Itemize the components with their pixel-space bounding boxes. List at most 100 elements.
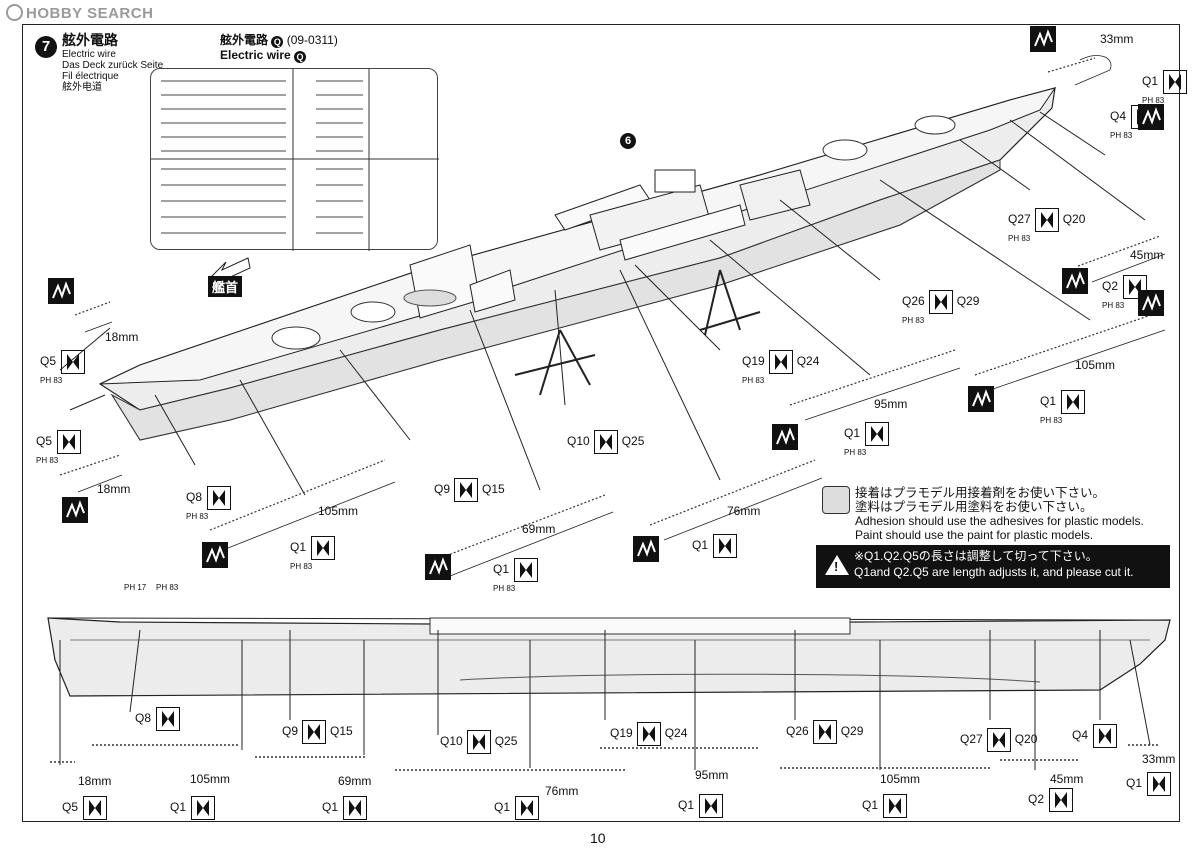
header-code: (09-0311) xyxy=(286,33,338,47)
part-switch-icon xyxy=(713,534,738,558)
s-q2-label: Q2 xyxy=(1028,788,1074,812)
assembly-notes: 接着はプラモデル用接着剤をお使い下さい。 塗料はプラモデル用塗料をお使い下さい。… xyxy=(855,486,1144,542)
mm33-label: 33mm xyxy=(1100,32,1134,46)
electric-wire-header: 舷外電路 Q (09-0311) Electric wire Q xyxy=(220,33,338,63)
header-jp: 舷外電路 xyxy=(220,33,269,47)
side-ph-17: PH 17 xyxy=(124,583,147,592)
ph-marker: PH 83 xyxy=(902,316,925,325)
bend-part-icon xyxy=(48,278,74,304)
part-switch-icon xyxy=(57,430,82,454)
bow-label: 艦首 xyxy=(208,276,243,297)
mm105a-label: 105mm xyxy=(318,504,359,518)
adhesive-bottle-icon xyxy=(822,486,850,514)
note-en-2: Paint should use the paint for plastic m… xyxy=(855,528,1094,542)
q-sprue-badge-2: Q xyxy=(294,51,307,63)
step-title-fr: Fil électrique xyxy=(62,71,119,82)
mm18a-label: 18mm xyxy=(105,330,139,344)
bend-part-icon xyxy=(425,554,451,580)
ph-marker: PH 83 xyxy=(844,448,867,457)
part-switch-icon xyxy=(311,536,336,560)
s-mm18-label: 18mm xyxy=(78,774,112,788)
ph-marker: PH 83 xyxy=(1110,131,1133,140)
part-switch-icon xyxy=(593,430,618,454)
part-switch-icon xyxy=(515,796,540,820)
bend-part-icon xyxy=(1030,26,1056,52)
s-mm69-label: 69mm xyxy=(338,774,372,788)
header-en: Electric wire xyxy=(220,48,291,62)
bend-part-icon xyxy=(633,536,659,562)
side-ph-83: PH 83 xyxy=(156,583,179,592)
warning-icon xyxy=(825,555,849,575)
bend-part-icon xyxy=(1138,290,1164,316)
q-sprue-badge: Q xyxy=(271,36,284,48)
mm45-label: 45mm xyxy=(1130,248,1164,262)
bend-part-icon xyxy=(1138,104,1164,130)
watermark: HOBBY SEARCH xyxy=(6,4,153,22)
bend-part-icon xyxy=(968,386,994,412)
s-q1a-label: Q1 xyxy=(170,796,216,820)
part-switch-icon xyxy=(1123,275,1148,299)
ph-marker: PH 83 xyxy=(493,584,516,593)
part-switch-icon xyxy=(1034,208,1059,232)
note-jp-2: 塗料はプラモデル用塗料をお使い下さい。 xyxy=(855,500,1093,514)
step-title-jp: 舷外電路 xyxy=(62,32,118,48)
part-switch-icon xyxy=(865,422,890,446)
bend-part-icon xyxy=(62,497,88,523)
mm76-label: 76mm xyxy=(727,504,761,518)
ph-marker: PH 83 xyxy=(1102,301,1125,310)
q1c-label: Q1 xyxy=(692,534,738,558)
ph-marker: PH 83 xyxy=(186,512,209,521)
ph-marker: PH 83 xyxy=(40,376,63,385)
part-switch-icon xyxy=(83,796,108,820)
sprue-drawing xyxy=(151,69,439,251)
s-q1d-label: Q1 xyxy=(678,794,724,818)
photo-etch-sprue xyxy=(150,68,439,251)
part-switch-icon xyxy=(1147,772,1172,796)
s-q1e-label: Q1 xyxy=(862,794,908,818)
part-switch-icon xyxy=(1061,390,1086,414)
part-switch-icon xyxy=(928,290,953,314)
s-mm76-label: 76mm xyxy=(545,784,579,798)
part-switch-icon xyxy=(61,350,86,374)
part-switch-icon xyxy=(768,350,793,374)
ph-marker: PH 83 xyxy=(1040,416,1063,425)
mm69-label: 69mm xyxy=(522,522,556,536)
s-q1b-label: Q1 xyxy=(322,796,368,820)
s-q1g-label: Q1 xyxy=(1126,772,1172,796)
bend-part-icon xyxy=(772,424,798,450)
s-q1c-label: Q1 xyxy=(494,796,540,820)
warning-en: Q1and Q2.Q5 are length adjusts it, and p… xyxy=(854,565,1134,579)
step-number: 7 xyxy=(35,36,57,58)
step-title-cn: 舷外电道 xyxy=(62,82,102,93)
page-number: 10 xyxy=(590,830,606,846)
part-switch-icon xyxy=(302,720,327,744)
ph-marker: PH 83 xyxy=(1142,96,1165,105)
s-q8-label: Q8 xyxy=(135,707,181,731)
step-title-en: Electric wire xyxy=(62,49,116,60)
part-switch-icon xyxy=(466,730,491,754)
note-en-1: Adhesion should use the adhesives for pl… xyxy=(855,514,1144,528)
part-switch-icon xyxy=(191,796,216,820)
page-frame xyxy=(22,24,1180,822)
s-q5-label: Q5 xyxy=(62,796,108,820)
ph-marker: PH 83 xyxy=(742,376,765,385)
s-mm45-label: 45mm xyxy=(1050,772,1084,786)
length-warning-box: ※Q1.Q2.Q5の長さは調整して切って下さい。 Q1and Q2.Q5 are… xyxy=(816,545,1170,588)
